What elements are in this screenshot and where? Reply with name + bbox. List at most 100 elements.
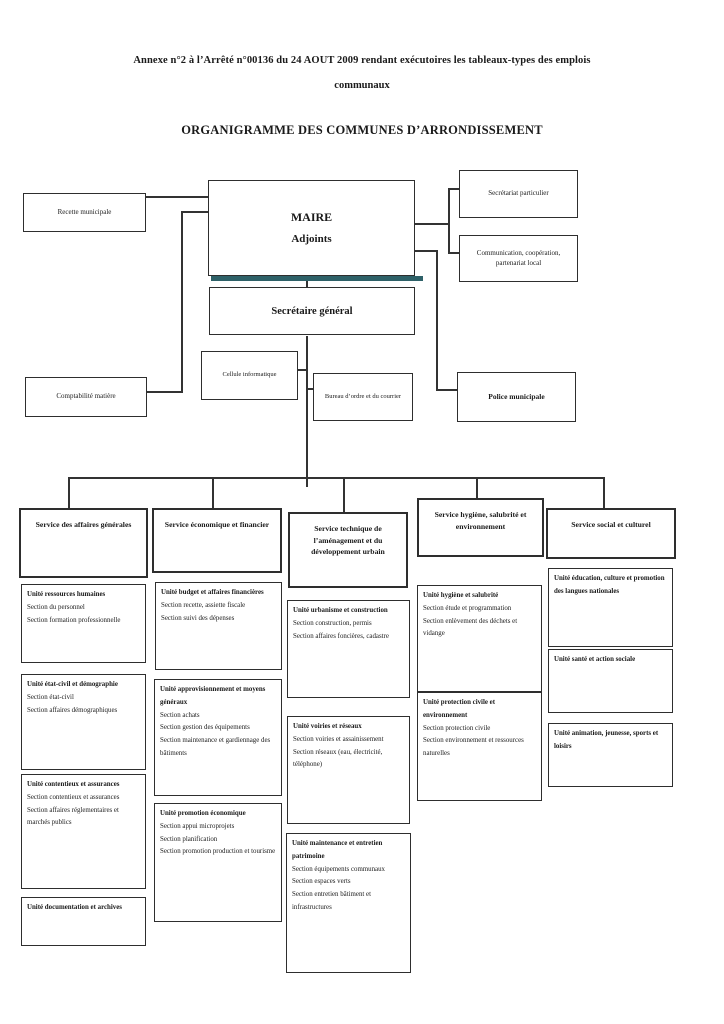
unit-section: Section recette, assiette fiscale bbox=[161, 601, 246, 609]
connector-line bbox=[448, 188, 450, 254]
unit-title: Unité budget et affaires financières bbox=[161, 589, 264, 596]
connector-line bbox=[306, 336, 308, 478]
unit-ressources-humaines: Unité ressources humaines Section du per… bbox=[21, 584, 146, 663]
unit-section: Section du personnel bbox=[27, 603, 85, 611]
unit-title: Unité documentation et archives bbox=[27, 904, 122, 911]
unit-section: Section affaires réglementaires et march… bbox=[27, 806, 119, 827]
adjoints-label: Adjoints bbox=[291, 232, 332, 245]
box-label: Bureau d’ordre et du courrier bbox=[324, 392, 402, 400]
service-header-affaires-generales: Service des affaires générales bbox=[19, 508, 148, 578]
connector-line bbox=[603, 477, 605, 508]
unit-section: Section achats bbox=[160, 711, 200, 719]
connector-line bbox=[306, 477, 308, 487]
unit-section: Section affaires foncières, cadastre bbox=[293, 632, 389, 640]
unit-section: Section état-civil bbox=[27, 693, 74, 701]
maire-box-shadow bbox=[211, 276, 423, 281]
unit-title: Unité état-civil et démographie bbox=[27, 681, 118, 688]
unit-title: Unité maintenance et entretien patrimoin… bbox=[292, 840, 383, 860]
unit-voiries-reseaux: Unité voiries et réseaux Section voiries… bbox=[287, 716, 410, 824]
unit-title: Unité animation, jeunesse, sports et loi… bbox=[554, 730, 659, 750]
service-header-economique-financier: Service économique et financier bbox=[152, 508, 282, 573]
unit-title: Unité promotion économique bbox=[160, 810, 246, 817]
connector-line bbox=[68, 477, 70, 508]
box-secretaire-general: Secrétaire général bbox=[209, 287, 415, 335]
header-label: Service hygiène, salubrité et environnem… bbox=[434, 510, 527, 531]
box-label: Recette municipale bbox=[57, 207, 112, 216]
unit-title: Unité ressources humaines bbox=[27, 591, 106, 598]
unit-section: Section construction, permis bbox=[293, 619, 372, 627]
connector-line bbox=[448, 188, 459, 190]
unit-etat-civil-demographie: Unité état-civil et démographie Section … bbox=[21, 674, 146, 770]
connector-line bbox=[476, 477, 478, 499]
annexe-title-line2: communaux bbox=[334, 80, 390, 91]
box-police-municipale: Police municipale bbox=[457, 372, 576, 422]
unit-title: Unité approvisionnement et moyens généra… bbox=[160, 686, 266, 706]
unit-documentation-archives: Unité documentation et archives bbox=[21, 897, 146, 946]
service-header-technique-urbain: Service technique de l’aménagement et du… bbox=[288, 512, 408, 588]
maire-label: MAIRE bbox=[290, 210, 333, 225]
box-label: Comptabilité matière bbox=[56, 392, 116, 401]
connector-line bbox=[181, 211, 183, 393]
annexe-title-line1: Annexe n°2 à l’Arrêté n°00136 du 24 AOUT… bbox=[133, 55, 591, 66]
unit-urbanisme-construction: Unité urbanisme et construction Section … bbox=[287, 600, 410, 698]
unit-section: Section voiries et assainissement bbox=[293, 735, 384, 743]
unit-title: Unité hygiène et salubrité bbox=[423, 592, 499, 599]
unit-title: Unité contentieux et assurances bbox=[27, 781, 120, 788]
unit-title: Unité protection civile et environnement bbox=[423, 699, 496, 719]
unit-title: Unité urbanisme et construction bbox=[293, 607, 388, 614]
unit-section: Section affaires démographiques bbox=[27, 706, 118, 714]
unit-section: Section réseaux (eau, électricité, télép… bbox=[293, 748, 383, 769]
unit-maintenance-entretien-patrimoine: Unité maintenance et entretien patrimoin… bbox=[286, 833, 411, 973]
unit-protection-civile-environnement: Unité protection civile et environnement… bbox=[417, 692, 542, 801]
service-header-social-culturel: Service social et culturel bbox=[546, 508, 676, 559]
unit-section: Section contentieux et assurances bbox=[27, 793, 120, 801]
unit-section: Section équipements communaux bbox=[292, 865, 386, 873]
connector-line bbox=[436, 389, 457, 391]
header-label: Service technique de l’aménagement et du… bbox=[311, 524, 385, 557]
unit-section: Section protection civile bbox=[423, 724, 491, 732]
box-label: Secrétariat particulier bbox=[488, 189, 549, 198]
box-bureau-ordre-courrier: Bureau d’ordre et du courrier bbox=[313, 373, 413, 421]
unit-budget-affaires-financieres: Unité budget et affaires financières Sec… bbox=[155, 582, 282, 670]
org-heading: ORGANIGRAMME DES COMMUNES D’ARRONDISSEME… bbox=[181, 123, 543, 137]
box-label: Communication, coopération, partenariat … bbox=[476, 249, 561, 267]
box-label: Cellule informatique bbox=[222, 371, 277, 379]
unit-section: Section espaces verts bbox=[292, 878, 351, 886]
unit-section: Section entretien bâtiment et infrastruc… bbox=[292, 891, 372, 911]
unit-approvisionnement-moyens-generaux: Unité approvisionnement et moyens généra… bbox=[154, 679, 282, 796]
connector-line bbox=[306, 280, 308, 288]
box-label: Secrétaire général bbox=[271, 305, 353, 317]
connector-line bbox=[181, 211, 209, 213]
unit-section: Section planification bbox=[160, 835, 218, 843]
header-label: Service des affaires générales bbox=[35, 520, 132, 529]
header-label: Service économique et financier bbox=[164, 520, 270, 529]
unit-section: Section environnement et ressources natu… bbox=[423, 737, 524, 758]
unit-section: Section gestion des équipements bbox=[160, 724, 250, 732]
unit-title: Unité santé et action sociale bbox=[554, 656, 636, 663]
connector-line bbox=[146, 196, 208, 198]
unit-education-culture-langues: Unité éducation, culture et promotion de… bbox=[548, 568, 673, 647]
unit-section: Section maintenance et gardiennage des b… bbox=[160, 737, 271, 757]
connector-line bbox=[436, 250, 438, 391]
unit-title: Unité éducation, culture et promotion de… bbox=[554, 575, 665, 595]
unit-title: Unité voiries et réseaux bbox=[293, 723, 362, 730]
connector-line bbox=[343, 477, 345, 513]
box-label: Police municipale bbox=[488, 391, 545, 401]
header-label: Service social et culturel bbox=[571, 520, 651, 529]
box-secretariat-particulier: Secrétariat particulier bbox=[459, 170, 578, 218]
connector-line bbox=[68, 477, 604, 479]
box-communication-cooperation: Communication, coopération, partenariat … bbox=[459, 235, 578, 282]
unit-sante-action-sociale: Unité santé et action sociale bbox=[548, 649, 673, 713]
unit-section: Section formation professionnelle bbox=[27, 616, 121, 624]
unit-contentieux-assurances: Unité contentieux et assurances Section … bbox=[21, 774, 146, 889]
connector-line bbox=[147, 391, 182, 393]
connector-line bbox=[414, 223, 450, 225]
box-comptabilite-matiere: Comptabilité matière bbox=[25, 377, 147, 417]
box-cellule-informatique: Cellule informatique bbox=[201, 351, 298, 400]
unit-section: Section promotion production et tourisme bbox=[160, 848, 276, 856]
unit-animation-jeunesse-sports: Unité animation, jeunesse, sports et loi… bbox=[548, 723, 673, 787]
unit-hygiene-salubrite: Unité hygiène et salubrité Section étude… bbox=[417, 585, 542, 692]
box-recette-municipale: Recette municipale bbox=[23, 193, 146, 232]
unit-section: Section suivi des dépenses bbox=[161, 614, 235, 622]
